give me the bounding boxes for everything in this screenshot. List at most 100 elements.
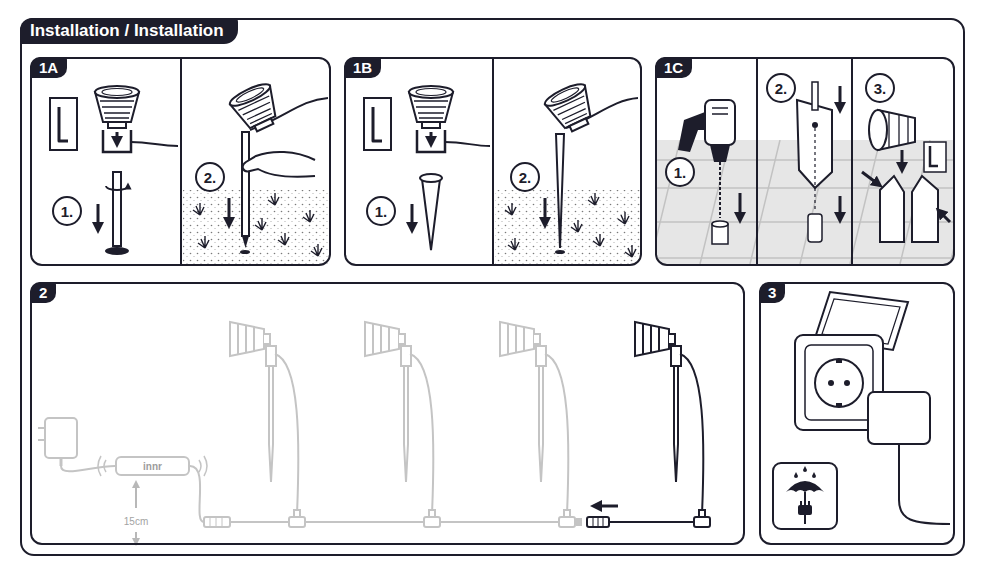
step-1a-illustration-part bbox=[303, 210, 314, 222]
step-number: 1. bbox=[665, 157, 695, 187]
step-3-illustration-part bbox=[773, 463, 837, 529]
power-adapter-part bbox=[61, 466, 115, 471]
step-3-illustration-part bbox=[836, 359, 842, 363]
drill-part bbox=[712, 108, 728, 114]
step-1c-illustration-part bbox=[756, 59, 758, 264]
step-1a-illustration-part bbox=[278, 233, 289, 245]
t-connector bbox=[289, 510, 575, 527]
t-connector-part bbox=[424, 517, 440, 527]
step-3-illustration-part bbox=[804, 515, 806, 524]
step-1a-illustration-part bbox=[240, 250, 250, 254]
step-1b-illustration-part bbox=[508, 238, 519, 250]
hub-box: innr bbox=[115, 456, 190, 476]
step-1c-illustration-part bbox=[839, 196, 842, 218]
step-1b-illustration-part bbox=[588, 193, 599, 205]
step-1a-illustration-part bbox=[242, 132, 249, 236]
step-1c-illustration-part bbox=[940, 212, 950, 222]
step-1c-illustration-part bbox=[812, 82, 818, 110]
cable-length-dimension: 15cm bbox=[122, 516, 150, 527]
step-1a-illustration-part bbox=[193, 203, 204, 215]
step-1c-illustration-part bbox=[814, 128, 815, 212]
step-3-illustration-part bbox=[804, 492, 806, 505]
t-connector-part bbox=[559, 517, 575, 527]
title-tab: Installation / Installation bbox=[20, 18, 238, 44]
step-1b-illustration-part bbox=[422, 179, 440, 250]
step-1a-illustration-part bbox=[97, 204, 100, 228]
t-connector-part bbox=[694, 517, 710, 527]
step-1b-illustration-part bbox=[618, 212, 629, 224]
step-1c-illustration-part bbox=[812, 122, 818, 128]
step-label: 1. bbox=[61, 203, 74, 220]
step-3-illustration-part bbox=[899, 444, 950, 524]
step-3-illustration-part bbox=[815, 359, 863, 407]
step-1a-illustration-part bbox=[228, 80, 286, 137]
step-1a-illustration-part bbox=[228, 198, 231, 223]
step-3-illustration-part bbox=[801, 501, 809, 505]
step-3-illustration-part bbox=[786, 481, 824, 492]
step-1b-illustration bbox=[364, 59, 641, 264]
step-1a-illustration-part bbox=[180, 59, 182, 264]
step-1c-illustration-part bbox=[851, 59, 853, 264]
panel-number: 2 bbox=[30, 282, 56, 303]
panel-number: 3 bbox=[759, 282, 785, 303]
step-1c-illustration bbox=[650, 59, 980, 264]
step-number: 1. bbox=[366, 196, 396, 226]
step-1b-illustration-part bbox=[445, 142, 490, 146]
step-number: 2. bbox=[195, 162, 225, 192]
step-2-illustration-part bbox=[135, 484, 137, 508]
step-3-illustration-part bbox=[844, 380, 850, 386]
step-1a-illustration-part bbox=[198, 236, 209, 248]
step-1a-illustration-part bbox=[242, 236, 249, 248]
step-panel: 2 innr bbox=[30, 282, 745, 545]
step-1a-illustration-part bbox=[311, 244, 322, 256]
step-label: 2. bbox=[775, 80, 788, 97]
step-1a-illustration-part bbox=[268, 193, 279, 205]
panel-number: 1C bbox=[655, 57, 692, 78]
step-3-illustration-part bbox=[836, 403, 842, 407]
step-1b-illustration-part bbox=[571, 220, 582, 232]
step-label: 3. bbox=[874, 80, 887, 97]
step-3-illustration-part bbox=[798, 505, 812, 515]
step-3-illustration bbox=[773, 292, 950, 529]
step-1c-illustration-part bbox=[712, 221, 728, 227]
step-1a-illustration-part bbox=[113, 172, 121, 246]
step-1a-illustration-part bbox=[243, 152, 315, 177]
step-number: 3. bbox=[865, 73, 895, 103]
step-number: 1. bbox=[52, 196, 82, 226]
step-1a-illustration-part bbox=[255, 218, 266, 230]
step-1c-illustration-part bbox=[912, 176, 938, 242]
step-2-illustration-part bbox=[204, 517, 230, 527]
step-2-illustration bbox=[38, 322, 710, 542]
installation-frame: Installation / Installation1A1.2.1B1.2.1… bbox=[20, 18, 965, 556]
step-1c-illustration-part bbox=[808, 214, 822, 242]
power-adapter-part bbox=[38, 428, 45, 440]
step-2-illustration-part bbox=[593, 517, 603, 527]
step-1b-illustration-part bbox=[364, 98, 391, 150]
drill-part bbox=[719, 162, 721, 218]
step-1c-illustration-part bbox=[797, 100, 832, 188]
step-2-illustration-part bbox=[135, 532, 137, 542]
step-1b-illustration-part bbox=[593, 234, 604, 246]
t-connector-part bbox=[289, 517, 305, 527]
step-3-illustration-part bbox=[828, 380, 834, 386]
step-1c-illustration-part bbox=[869, 110, 887, 150]
step-panel: 3 bbox=[759, 282, 955, 545]
step-1b-illustration-part bbox=[543, 80, 601, 137]
step-1b-illustration-part bbox=[544, 198, 547, 223]
step-number: 2. bbox=[766, 73, 796, 103]
step-1b-illustration-part bbox=[492, 59, 494, 264]
panel-number: 1B bbox=[344, 57, 381, 78]
step-panel: 1B1.2. bbox=[344, 57, 642, 266]
step-1a-illustration bbox=[50, 59, 329, 264]
step-3-illustration-part bbox=[794, 466, 816, 478]
drill-part bbox=[705, 100, 735, 145]
step-1a-illustration-part bbox=[106, 186, 128, 190]
step-label: 1. bbox=[674, 164, 687, 181]
step-2-illustration-part bbox=[230, 521, 580, 523]
step-1a-illustration-part bbox=[50, 98, 77, 150]
step-2-illustration-part bbox=[587, 517, 609, 527]
drill-part bbox=[678, 112, 705, 152]
step-1c-illustration-part bbox=[862, 172, 878, 184]
step-label: 2. bbox=[204, 169, 217, 186]
